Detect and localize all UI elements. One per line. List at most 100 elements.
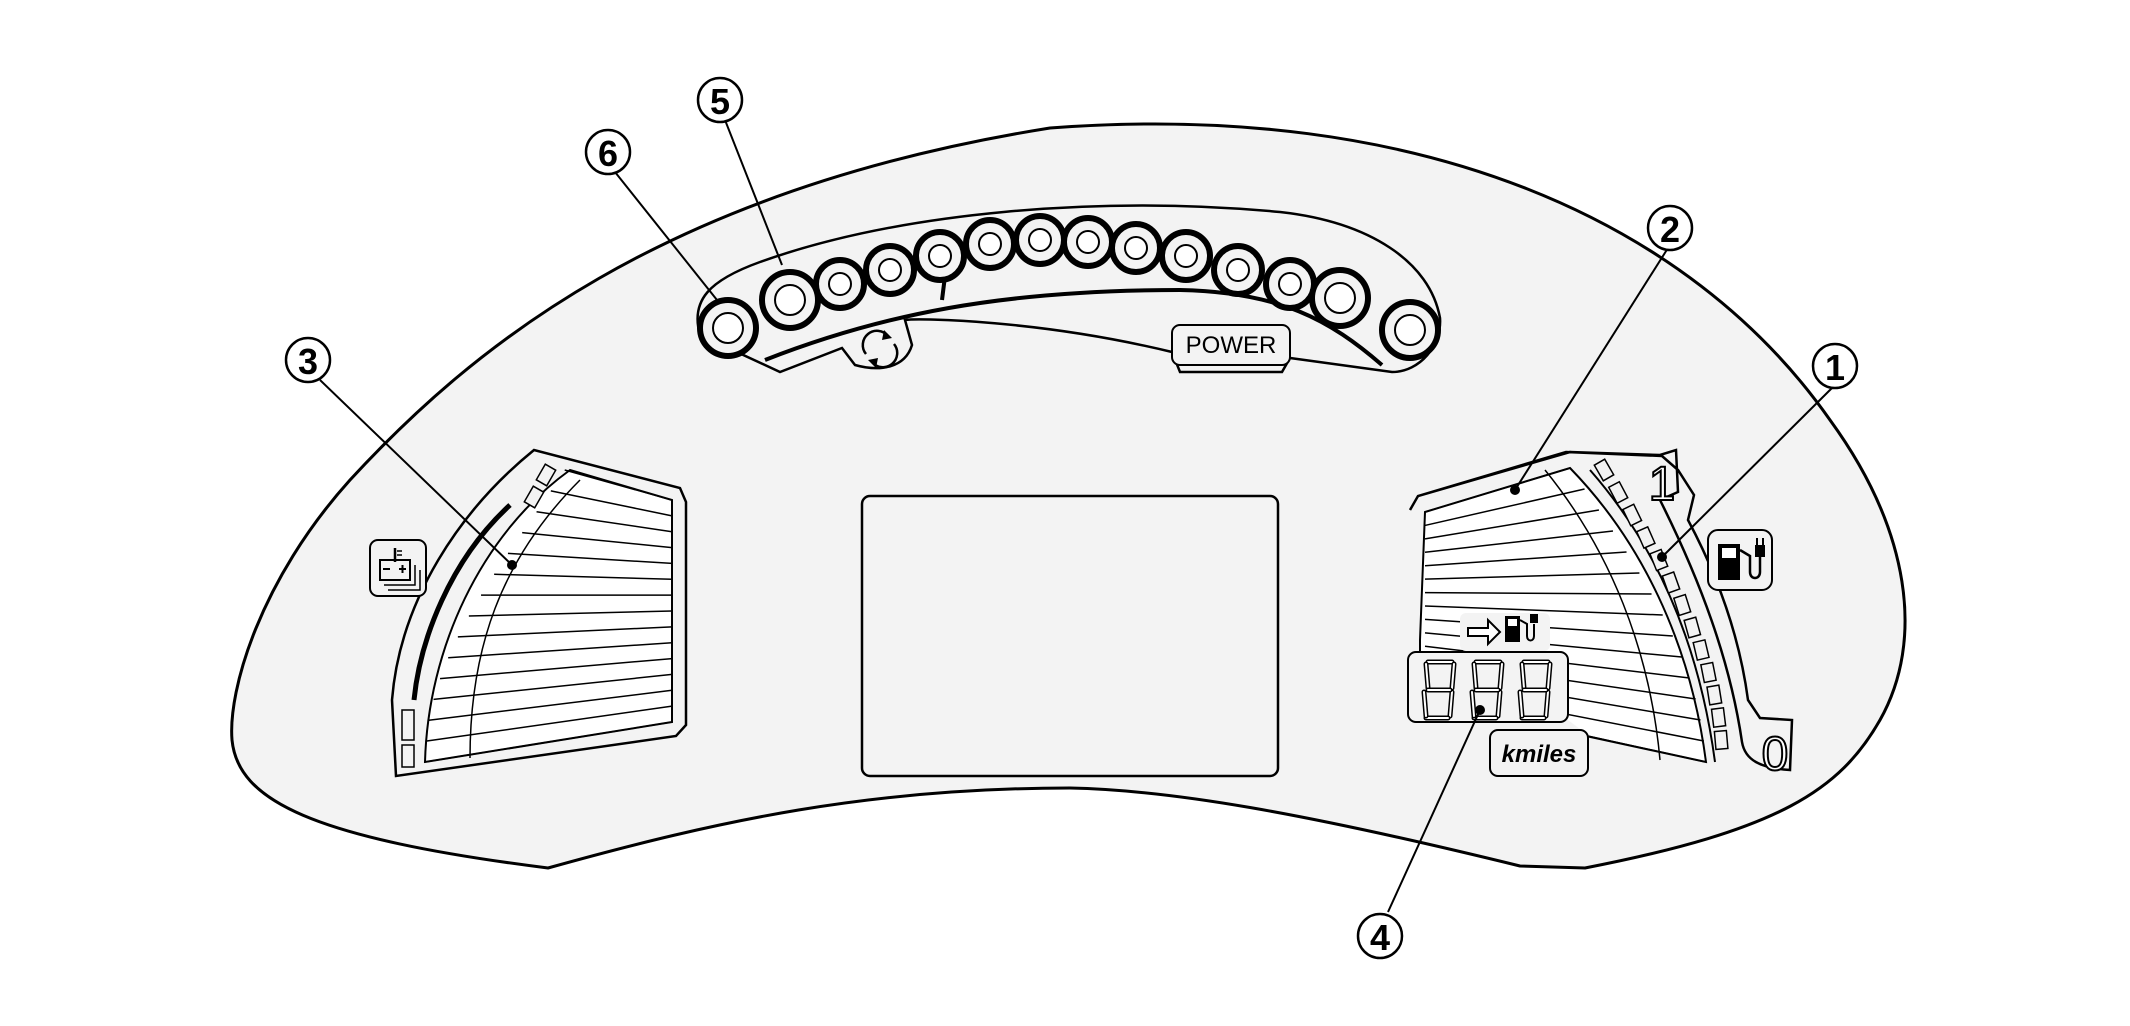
callout-number-3: 3 [298,341,318,382]
gauge-segment-line [424,721,673,763]
callout-2: 2 [1646,204,1694,252]
callout-dot-1 [1657,552,1667,562]
battery-temperature-icon [369,539,427,597]
callout-dot-2 [1510,485,1520,495]
power-lamp [1309,267,1371,329]
callout-number-6: 6 [598,133,618,174]
center-display [860,494,1280,778]
callout-dot-3 [507,560,517,570]
callout-3: 3 [284,336,332,384]
gauge-level-segment [1710,706,1727,729]
range-gauge-inner-arc [1544,469,1661,761]
gauge-level-segment [1699,661,1718,684]
arrow-charge-icon [1460,613,1550,651]
callout-number-4: 4 [1370,917,1390,958]
range-scale-bottom: 0 [1762,728,1789,781]
callout-number-2: 2 [1660,209,1680,250]
gauge-level-segment [1621,503,1643,527]
odometer-digit [1517,659,1553,721]
odometer-digit [1421,659,1457,721]
odometer: kmiles [1407,651,1589,780]
gauge-level-segment [1607,480,1629,505]
gauge-level-segment [1635,525,1656,550]
callout-dot-4 [1475,705,1485,715]
power-lamp [1379,299,1441,361]
gauge-segment-line [1424,509,1600,540]
gauge-segment-line [439,657,673,680]
gauge-segment-line [1424,467,1571,513]
callout-leader-5 [724,119,783,266]
gauge-segment-line [457,626,673,638]
battery-temp-gauge-segments [424,469,673,763]
gauge-level-segment [1661,571,1681,594]
power-lamps [697,213,1441,361]
power-lamp [963,217,1017,271]
power-lamp [1109,221,1163,275]
callout-5: 5 [696,76,744,124]
power-lamp [813,257,867,311]
power-lamp [1159,229,1213,283]
gauge-level-segment [1672,593,1692,617]
gauge-segment-line [507,552,673,565]
gauge-segment-line [425,705,673,742]
fuel-pump-plug-icon [1707,529,1773,591]
callout-leaders [319,119,1836,913]
gauge-segment-line [428,689,673,722]
power-lamp [759,269,821,331]
battery-temp-gauge-high-segment [523,485,545,509]
gauge-segment-line [1424,530,1614,554]
power-meter: POWER [696,204,1442,374]
gauge-segment-line [550,490,673,517]
gauge-level-segment [1706,684,1723,706]
gauge-segment-line [448,641,673,659]
callout-leader-4 [1387,709,1481,913]
gauge-level-segment [1713,729,1729,751]
gauge-segment-line [564,469,673,501]
regen-arrows-icon [861,329,899,369]
callout-number-1: 1 [1825,347,1845,388]
power-lamp [697,297,759,359]
gauge-segment-line [494,573,673,581]
gauge-level-segment [1683,616,1702,639]
gauge-level-segment [1593,458,1615,482]
gauge-segment-line [536,510,673,533]
gauge-segment-line [468,610,673,617]
gauge-level-segment [1692,638,1710,662]
battery-temp-gauge [369,448,688,778]
gauge-segment-line [1424,551,1627,567]
callout-leader-1 [1661,384,1836,558]
gauge-segment-line [1424,591,1652,595]
battery-temp-gauge-low-segment [401,709,415,741]
callout-leader-3 [319,379,513,566]
power-lamp [863,243,917,297]
power-label-box [1171,324,1291,366]
battery-temp-gauge-face [423,468,673,764]
power-lamp [1211,243,1265,297]
battery-temp-gauge-inner-arc [469,479,581,759]
odometer-digits [1421,659,1553,721]
power-lamp [1013,213,1067,267]
callout-leader-2 [1514,247,1669,491]
callout-4: 4 [1356,912,1404,960]
gauge-segment-line [1424,572,1640,580]
battery-temp-gauge-low-segment [401,744,415,768]
callout-1: 1 [1811,342,1859,390]
battery-temp-gauge-high-segment [535,463,557,487]
power-lamp [1061,215,1115,269]
power-lamp [1263,257,1317,311]
odometer-digit [1469,659,1505,721]
battery-temp-gauge-indicator-arc [411,503,512,701]
callout-leader-6 [614,171,718,301]
gauge-segment-line [1424,488,1585,527]
callout-number-5: 5 [710,81,730,122]
gauge-segment-line [522,531,673,549]
power-lamp [913,229,967,283]
callout-leader-dots [507,485,1667,715]
gauge-segment-line [1424,605,1663,616]
power-label: POWER [1186,332,1277,359]
range-gauge: 1 0 kmiles [1407,448,1794,782]
odometer-unit: kmiles [1502,741,1577,768]
range-scale-top: 1 [1649,458,1676,511]
callout-6: 6 [584,128,632,176]
